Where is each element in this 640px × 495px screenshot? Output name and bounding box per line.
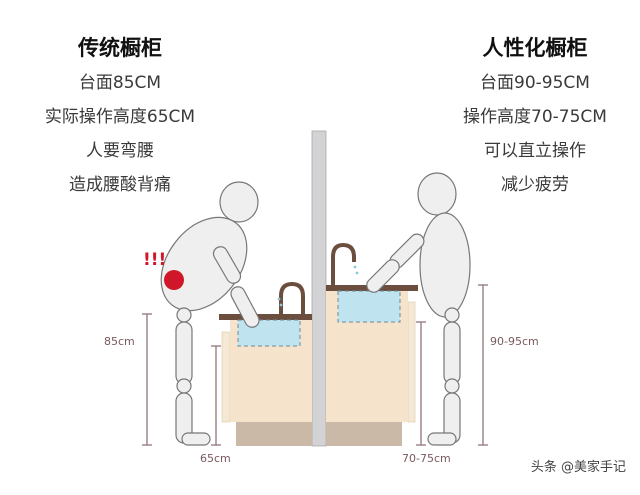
dimension-65cm xyxy=(211,345,221,446)
counter-height-label-left: 85cm xyxy=(104,335,135,348)
ergonomic-posture-note: 可以直立操作 xyxy=(484,141,586,161)
divider-wall xyxy=(311,130,327,447)
traditional-cabinet-title: 传统橱柜 xyxy=(78,35,162,60)
back-pain-indicator xyxy=(164,270,184,290)
bending-person-figure xyxy=(160,181,260,446)
dimension-70-75cm xyxy=(416,321,426,446)
operating-height-label-left: 65cm xyxy=(200,452,231,465)
traditional-counter-height: 台面85CM xyxy=(78,73,162,93)
cabinet-base xyxy=(236,422,312,446)
countertop xyxy=(219,314,312,320)
traditional-effect-note: 造成腰酸背痛 xyxy=(69,175,171,195)
head xyxy=(219,181,259,223)
dimension-85cm xyxy=(142,313,152,446)
ergonomic-counter-height: 台面90-95CM xyxy=(480,73,590,93)
faucet-icon xyxy=(331,242,356,285)
sink-basin xyxy=(337,290,401,323)
operating-height-label-right: 70-75cm xyxy=(402,452,451,465)
traditional-posture-note: 人要弯腰 xyxy=(86,141,154,161)
counter-height-label-right: 90-95cm xyxy=(490,335,539,348)
alert-mark: !!! xyxy=(143,250,166,270)
sink-basin xyxy=(237,319,301,347)
traditional-cabinet xyxy=(219,281,312,446)
head xyxy=(417,172,457,216)
cabinet-door-edge xyxy=(407,301,416,423)
faucet-icon xyxy=(279,281,305,314)
traditional-operating-height: 实际操作高度65CM xyxy=(44,107,196,127)
watermark: 头条 @美家手记 xyxy=(530,460,626,475)
traditional-cabinet-description: 传统橱柜 台面85CM 实际操作高度65CM 人要弯腰 造成腰酸背痛 xyxy=(20,30,220,202)
water-drop-icon xyxy=(353,265,357,269)
torso xyxy=(419,212,471,318)
water-drop-icon xyxy=(277,297,281,301)
ergonomic-cabinet xyxy=(326,242,418,446)
cabinet-door-edge xyxy=(221,331,231,423)
ergonomic-effect-note: 减少疲劳 xyxy=(501,175,569,195)
ergonomic-cabinet-title: 人性化橱柜 xyxy=(482,35,588,60)
ergonomic-cabinet-description: 人性化橱柜 台面90-95CM 操作高度70-75CM 可以直立操作 减少疲劳 xyxy=(430,30,640,202)
cabinet-base xyxy=(326,422,402,446)
upright-person-figure xyxy=(366,172,471,446)
ergonomic-operating-height: 操作高度70-75CM xyxy=(463,107,607,127)
torso xyxy=(160,216,248,312)
dimension-90-95cm xyxy=(478,284,488,446)
